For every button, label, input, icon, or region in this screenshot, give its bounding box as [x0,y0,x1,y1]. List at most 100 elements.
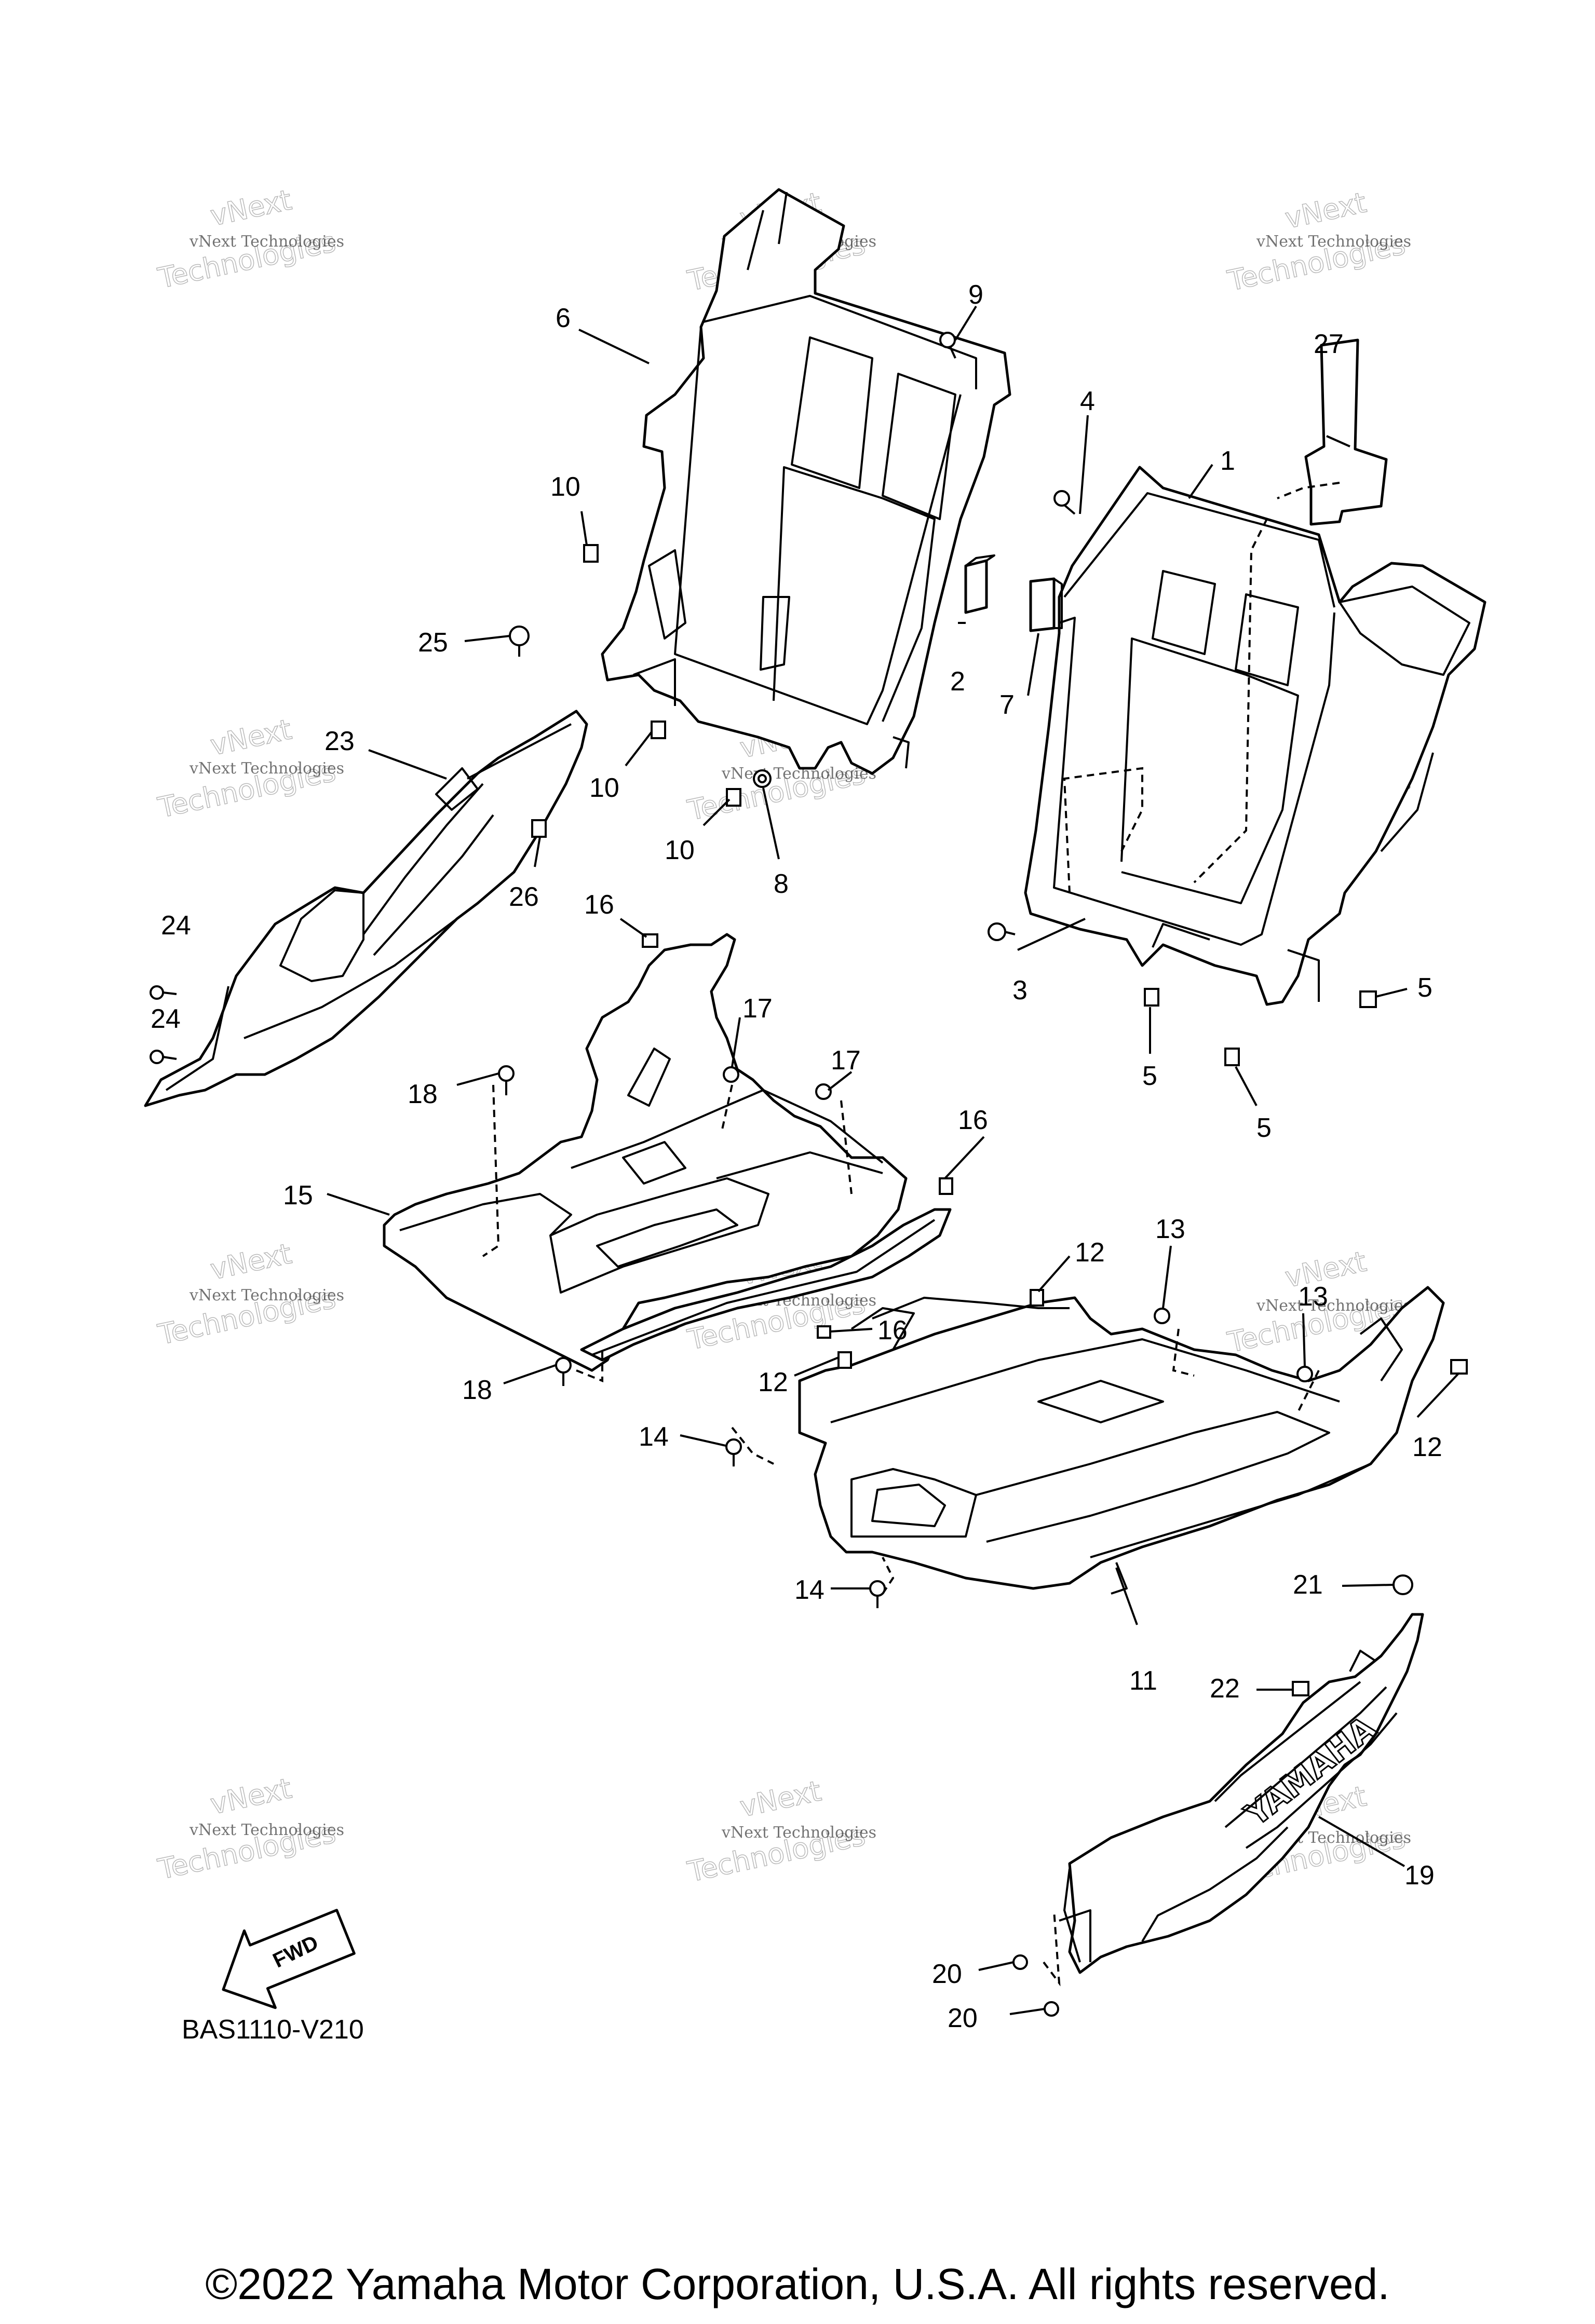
fastener-20a-screw [1012,1954,1028,1970]
fastener-14a-screw [725,1438,742,1466]
leader-line [578,329,650,364]
fastener-17b-bolt [815,1083,832,1100]
part-7-pad-side [1053,578,1063,629]
callout-13-b: 13 [1298,1282,1328,1312]
leader-line [762,787,780,860]
leader-line [1302,1313,1306,1367]
leader-line [619,918,647,938]
assembly-line [840,1100,853,1194]
cover-top-edge [1214,1681,1361,1802]
callout-26: 26 [509,882,539,912]
watermark-text: vNext Technologies [189,1821,344,1839]
callout-7: 7 [999,690,1015,720]
fastener-12a-clip [1030,1289,1044,1307]
floor-step [622,1141,686,1185]
panel-slot-left [1152,570,1216,655]
leader-line [464,635,510,642]
callout-12-a: 12 [1075,1238,1105,1268]
leader-line [534,836,541,867]
callout-2: 2 [950,667,965,697]
panel-lower-lip [633,658,676,706]
cover-front-edge [1063,1868,1081,1963]
floor-foot-well [850,1468,977,1538]
leader-line [1009,2008,1045,2015]
label-crease [1326,435,1350,447]
fastener-24a-screw [150,985,177,1000]
callout-22: 22 [1210,1674,1240,1704]
watermark-mid-left: vNext vNext Technologies Technologies [155,713,344,825]
fastener-25-rivet [509,626,530,657]
assembly-line [1277,482,1340,499]
panel-lower-right-tab [1287,949,1320,1002]
fastener-10a-clip [583,544,599,563]
panel-top-flap [747,192,788,270]
fastener-10b-clip [651,721,666,739]
leader-line [1162,1245,1172,1309]
leader-line [327,1193,390,1216]
leader-line [702,798,731,826]
fastener-9-bolt [939,332,956,359]
cover-bulge [279,889,364,982]
callout-5-b: 5 [1142,1061,1157,1091]
leader-line [1079,415,1089,514]
fastener-5a-clip [1359,990,1377,1008]
fastener-21-rivet [1393,1574,1413,1595]
callout-18-a: 18 [408,1079,438,1109]
assembly-line [576,1350,603,1382]
panel-recess [773,466,936,722]
assembly-line [1172,1328,1195,1377]
callout-19: 19 [1404,1860,1435,1891]
floor-center-plane [976,1411,1330,1543]
panel-outline [1024,466,1486,1006]
fastener-12c-clip [1450,1359,1468,1375]
leader-line [1017,918,1086,951]
leader-line [625,731,653,767]
panel-inner-frame [1053,612,1335,946]
callout-18-b: 18 [462,1375,492,1405]
leader-line [1375,988,1408,998]
fastener-13b-bolt [1296,1366,1313,1382]
leader-line [1318,1816,1405,1867]
cover-logo-band-bottom [1245,1712,1398,1849]
callout-4: 4 [1080,386,1095,416]
assembly-line [1193,519,1268,884]
part-19-side-cover-right: YAMAHA [1059,1613,1424,1974]
watermark-text: vNext [208,1772,294,1820]
callout-14-b: 14 [794,1575,824,1605]
fastener-8-nut [753,769,772,788]
watermark-text: vNext Technologies [189,233,344,251]
part-1-rear-panel-right [1024,466,1486,1006]
fastener-3-bolt [988,922,1016,941]
watermark-text: vNext Technologies [1256,1297,1411,1315]
panel-slot-right [882,373,956,520]
cover-front-edge [165,986,229,1091]
fastener-4-bolt [1053,490,1076,515]
assembly-line [721,1084,733,1132]
panel-top-edge [703,295,977,389]
fastener-16c-clip [817,1325,831,1339]
fastener-12b-clip [837,1351,852,1369]
watermark-text: vNext Technologies [1256,233,1411,251]
watermark-bottom-left: vNext vNext Technologies Technologies [155,1772,344,1886]
strip-crease [591,1219,936,1356]
leader-line [731,1017,741,1067]
callout-5-c: 5 [1256,1113,1272,1143]
panel-slot-right [1235,593,1299,686]
floor-inner-ridge [830,1338,1340,1423]
watermark-text: vNext [1282,186,1369,235]
fastener-24b-screw [150,1050,177,1064]
floor-well [549,1177,769,1294]
floor-front-tab [850,1307,915,1350]
fastener-5b-clip [1144,988,1159,1007]
leader-line [978,1961,1014,1971]
leader-line [1188,464,1213,499]
callout-16-c: 16 [877,1315,908,1346]
assembly-line [1063,767,1143,893]
panel-inner-frame [674,327,962,725]
leader-line [503,1364,556,1384]
panel-outline [601,188,1011,775]
leader-lines [327,305,1460,2015]
panel-side-tab [648,549,686,640]
fastener-10c-clip [726,788,741,807]
